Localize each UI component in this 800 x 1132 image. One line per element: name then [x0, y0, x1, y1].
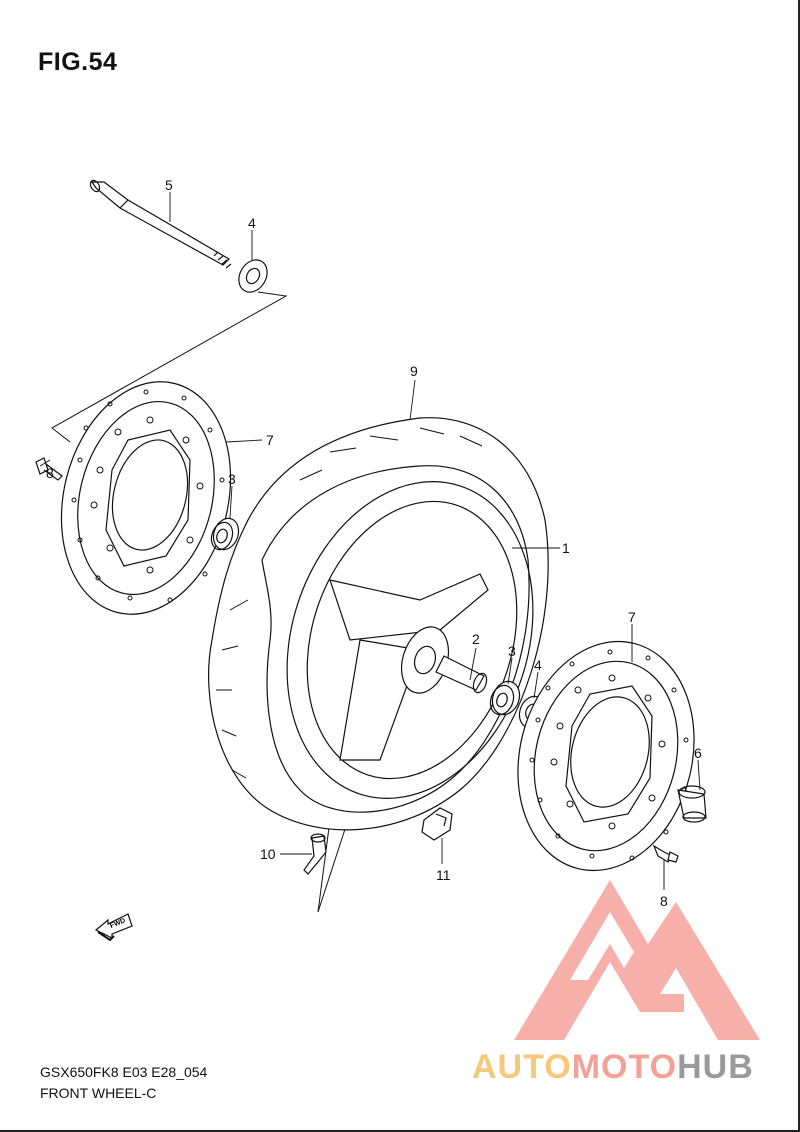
section-name: FRONT WHEEL-C [40, 1085, 157, 1101]
callout-disc-left: 7 [266, 432, 274, 448]
callout-bearing-right: 3 [508, 643, 516, 659]
diagram-caption: GSX650FK8 E03 E28_054 FRONT WHEEL-C [40, 1062, 207, 1104]
leader-lines [39, 192, 701, 890]
callout-axle: 5 [165, 177, 173, 193]
disc-bolt-right [652, 844, 679, 863]
callout-bolt-right: 8 [660, 893, 668, 909]
callout-seal-top: 4 [248, 215, 256, 231]
callout-spacer: 2 [472, 631, 480, 647]
figure-title: FIG.54 [38, 48, 118, 76]
bearing-left [210, 517, 240, 551]
callout-labels: 5 4 9 7 3 8 1 2 3 4 7 6 10 11 8 [46, 177, 702, 909]
callout-collar: 6 [694, 745, 702, 761]
front-axle [89, 179, 232, 269]
axle-seal-top [238, 259, 268, 293]
callout-balancer: 11 [436, 867, 451, 883]
watermark-part-hub: HUB [677, 1048, 754, 1086]
callout-bolt-left: 8 [46, 465, 54, 481]
watermark-part-auto: AUTO [472, 1048, 572, 1086]
callout-disc-right: 7 [628, 609, 636, 625]
forward-arrow-icon: FWD [94, 913, 133, 942]
watermark-part-moto: MOTO [571, 1048, 678, 1086]
callout-tire: 9 [410, 363, 418, 379]
watermark-text: AUTOMOTOHUB [472, 1048, 754, 1087]
hub-spacer [435, 655, 488, 694]
bearing-right [489, 680, 521, 716]
callout-seal-right: 4 [534, 657, 542, 673]
brake-disc-left [60, 381, 232, 615]
disc-bolt-left [35, 457, 63, 481]
wheel-rim [286, 481, 534, 799]
callout-rim: 1 [562, 540, 570, 556]
brake-disc-right [517, 640, 695, 872]
callout-valve: 10 [260, 846, 276, 862]
model-code: GSX650FK8 E03 E28_054 [40, 1064, 208, 1080]
tire-valve [303, 833, 327, 875]
balancer-weight [421, 807, 453, 841]
callout-bearing-left: 3 [228, 471, 236, 487]
wheel-collar [677, 785, 707, 823]
watermark-logo-icon [514, 880, 760, 1040]
